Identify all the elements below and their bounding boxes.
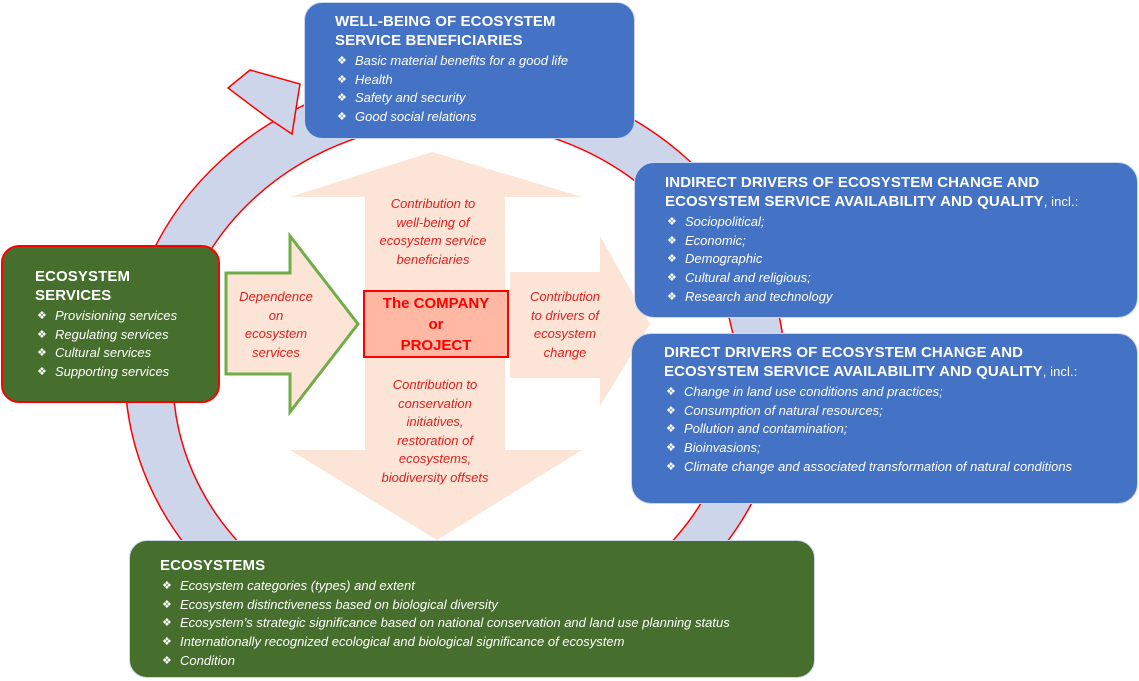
arrow-dependence: [224, 231, 360, 417]
list-item: Internationally recognized ecological an…: [160, 633, 814, 652]
list-item: Consumption of natural resources;: [664, 402, 1084, 421]
list-item: Basic material benefits for a good life: [335, 52, 634, 71]
label-line: beneficiaries: [396, 251, 470, 267]
list-item: Cultural services: [35, 344, 218, 363]
direct-drivers-list: Change in land use conditions and practi…: [664, 383, 1084, 477]
wellbeing-contribution-label: Contribution to well-being of ecosystem …: [362, 195, 504, 269]
services-title-line1: ECOSYSTEM: [35, 268, 131, 285]
label-line: ecosystem: [533, 326, 597, 341]
indirect-drivers-list: Sociopolitical; Economic; Demographic Cu…: [665, 213, 1137, 307]
direct-title-line1: DIRECT DRIVERS OF ECOSYSTEM CHANGE AND: [664, 344, 1024, 361]
label-line: conservation: [398, 395, 472, 411]
label-line: Contribution to: [390, 196, 476, 211]
indirect-incl: , incl.:: [1043, 194, 1079, 209]
ecosystem-services-title: ECOSYSTEM SERVICES: [35, 267, 218, 305]
ecosystems-list: Ecosystem categories (types) and extent …: [160, 577, 814, 671]
company-line1: The COMPANY: [382, 295, 490, 312]
label-line: biodiversity offsets: [381, 469, 489, 485]
list-item: Safety and security: [335, 89, 634, 108]
company-line3: PROJECT: [400, 337, 472, 354]
label-line: restoration of: [397, 432, 473, 448]
arrow-to-wellbeing: [290, 152, 582, 290]
ecosystems-title: ECOSYSTEMS: [160, 557, 266, 574]
label-line: on: [268, 307, 284, 323]
list-item: Cultural and religious;: [665, 269, 1137, 288]
label-line: ecosystem service: [379, 233, 487, 248]
indirect-drivers-title: INDIRECT DRIVERS OF ECOSYSTEM CHANGE AND…: [665, 173, 1137, 211]
list-item: Pollution and contamination;: [664, 420, 1084, 439]
list-item: Ecosystem’s strategic significance based…: [160, 614, 814, 633]
arrow-to-ecosystems: [290, 358, 582, 540]
list-item: Research and technology: [665, 288, 1137, 307]
label-line: well-being of: [396, 214, 470, 230]
wellbeing-box: WELL-BEING OF ECOSYSTEM SERVICE BENEFICI…: [304, 2, 635, 139]
label-line: Dependence: [239, 289, 313, 304]
label-line: initiatives,: [406, 414, 464, 429]
label-line: ecosystems,: [398, 451, 472, 466]
list-item: Provisioning services: [35, 307, 218, 326]
list-item: Health: [335, 71, 634, 90]
ecosystem-services-list: Provisioning services Regulating service…: [35, 307, 218, 382]
label-line: ecosystem: [244, 326, 308, 341]
services-title-line2: SERVICES: [35, 287, 112, 304]
direct-drivers-box: DIRECT DRIVERS OF ECOSYSTEM CHANGE AND E…: [631, 333, 1138, 504]
list-item: Supporting services: [35, 363, 218, 382]
list-item: Good social relations: [335, 108, 634, 127]
label-line: to drivers of: [531, 307, 599, 323]
label-line: services: [252, 344, 300, 360]
list-item: Climate change and associated transforma…: [664, 458, 1084, 477]
list-item: Economic;: [665, 232, 1137, 251]
list-item: Regulating services: [35, 326, 218, 345]
wellbeing-list: Basic material benefits for a good life …: [335, 52, 634, 127]
indirect-title-line2: ECOSYSTEM SERVICE AVAILABILITY AND QUALI…: [665, 193, 1044, 210]
list-item: Sociopolitical;: [665, 213, 1137, 232]
cycle-arrowhead: [226, 69, 301, 136]
company-line2: or: [428, 316, 444, 333]
label-line: Contribution: [529, 289, 601, 304]
list-item: Demographic: [665, 250, 1137, 269]
wellbeing-title: WELL-BEING OF ECOSYSTEM SERVICE BENEFICI…: [335, 12, 634, 50]
direct-drivers-title: DIRECT DRIVERS OF ECOSYSTEM CHANGE AND E…: [664, 343, 1137, 381]
arrow-to-drivers: [510, 236, 650, 406]
wellbeing-title-line1: WELL-BEING OF ECOSYSTEM: [335, 13, 556, 30]
list-item: Condition: [160, 652, 814, 671]
indirect-drivers-box: INDIRECT DRIVERS OF ECOSYSTEM CHANGE AND…: [634, 162, 1138, 318]
list-item: Ecosystem distinctiveness based on biolo…: [160, 596, 814, 615]
list-item: Bioinvasions;: [664, 439, 1084, 458]
company-project-box: The COMPANY or PROJECT: [363, 290, 509, 358]
conservation-contribution-label: Contribution to conservation initiatives…: [362, 376, 508, 487]
wellbeing-title-line2: SERVICE BENEFICIARIES: [335, 32, 523, 49]
list-item: Change in land use conditions and practi…: [664, 383, 1084, 402]
dependence-label: Dependence on ecosystem services: [228, 288, 324, 362]
list-item: Ecosystem categories (types) and extent: [160, 577, 814, 596]
direct-title-line2: ECOSYSTEM SERVICE AVAILABILITY AND QUALI…: [664, 363, 1043, 380]
direct-incl: , incl.:: [1042, 364, 1078, 379]
ecosystem-services-box: ECOSYSTEM SERVICES Provisioning services…: [1, 245, 220, 403]
label-line: change: [543, 344, 587, 360]
ecosystems-box: ECOSYSTEMS Ecosystem categories (types) …: [129, 540, 815, 678]
drivers-contribution-label: Contribution to drivers of ecosystem cha…: [515, 288, 615, 362]
indirect-title-line1: INDIRECT DRIVERS OF ECOSYSTEM CHANGE AND: [665, 174, 1040, 191]
label-line: Contribution to: [392, 377, 478, 392]
